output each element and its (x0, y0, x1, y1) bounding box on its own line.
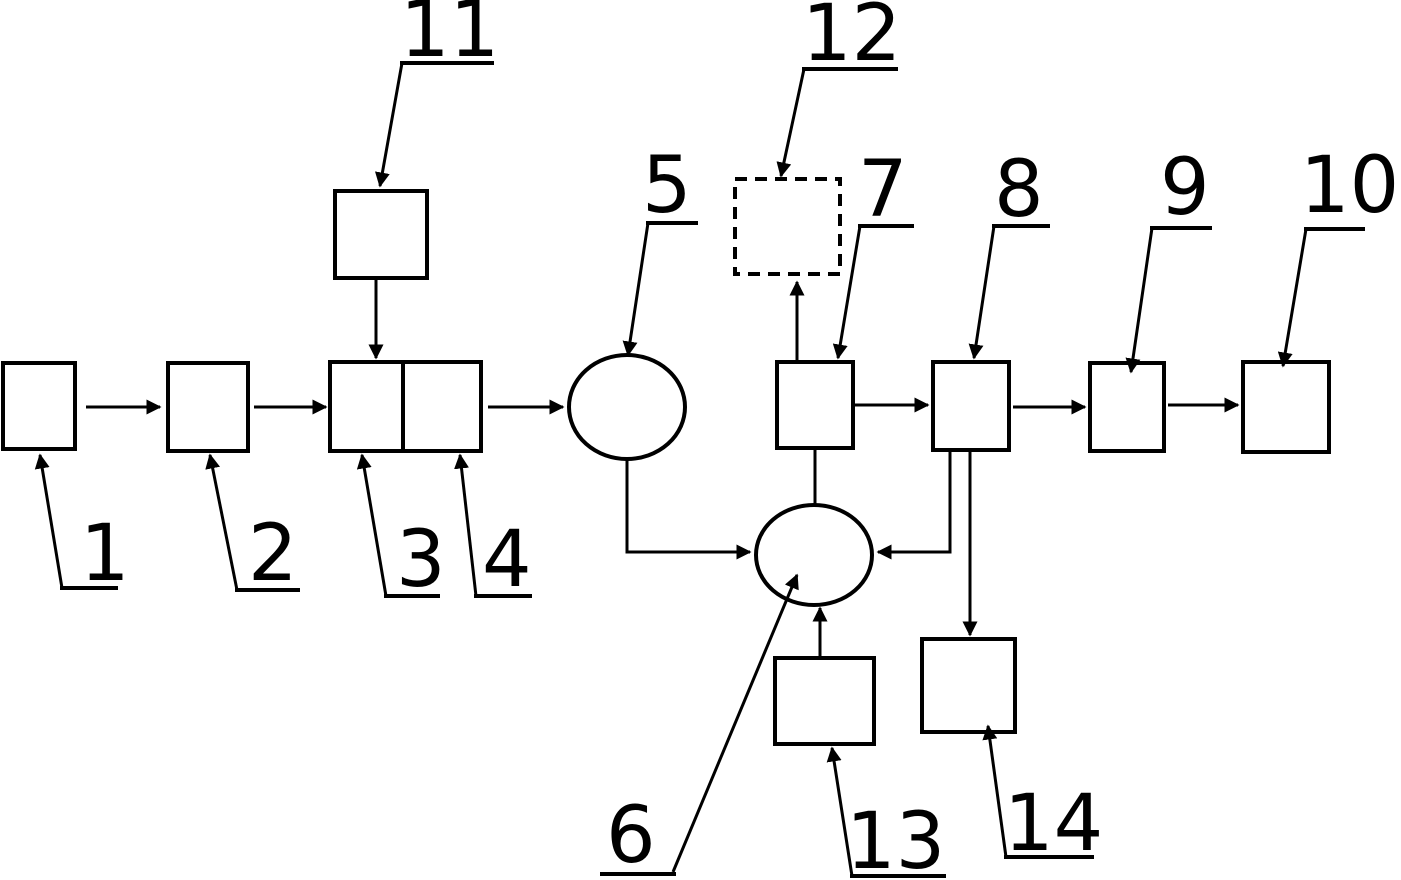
box-13 (773, 656, 876, 746)
leader-13 (826, 746, 854, 877)
label-5: 5 (642, 141, 692, 231)
leader-8 (968, 224, 1048, 360)
flow-8-6 (876, 450, 952, 560)
leader-2 (205, 453, 239, 591)
label-9: 9 (1160, 143, 1210, 233)
box-3 (328, 360, 405, 453)
box-14 (920, 637, 1017, 734)
label-3: 3 (396, 515, 446, 605)
box-2 (166, 361, 250, 453)
leader-5 (622, 221, 696, 357)
leader-1 (34, 453, 64, 589)
box-12 (733, 177, 842, 276)
label-6: 6 (606, 791, 656, 880)
label-2: 2 (248, 509, 298, 599)
label-4: 4 (482, 515, 532, 605)
box-7 (775, 360, 855, 450)
box-1 (1, 361, 77, 451)
leader-9 (1125, 226, 1210, 374)
leader-10 (1277, 227, 1363, 368)
box-9 (1088, 361, 1166, 453)
leader-6 (671, 573, 799, 873)
circle-6 (754, 503, 874, 607)
leader-3 (356, 453, 388, 597)
leader-14 (982, 724, 1008, 858)
box-8 (931, 360, 1011, 452)
box-11 (333, 189, 429, 280)
leader-11 (374, 61, 492, 188)
label-10: 10 (1300, 141, 1399, 231)
label-13: 13 (846, 797, 945, 880)
leader-4 (454, 453, 478, 597)
box-10 (1241, 360, 1331, 454)
label-8: 8 (994, 145, 1044, 235)
circle-5 (567, 353, 687, 461)
leader-7 (832, 224, 912, 360)
flow-5-6 (625, 459, 752, 560)
label-1: 1 (80, 509, 130, 599)
label-14: 14 (1004, 779, 1103, 869)
label-12: 12 (802, 0, 901, 79)
label-7: 7 (858, 145, 908, 235)
box-4 (401, 360, 483, 453)
